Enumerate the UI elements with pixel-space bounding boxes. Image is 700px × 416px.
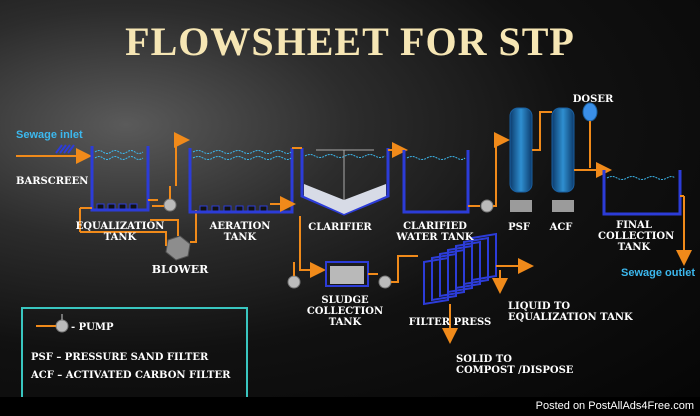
footer-prefix: Posted on <box>535 400 589 412</box>
filter-press <box>423 232 497 306</box>
sewage-outlet-label: Sewage outlet <box>621 267 695 279</box>
clarified-water-tank <box>402 150 470 214</box>
psf-label: PSF <box>508 222 530 233</box>
footer-bar: Posted on PostAllAds4Free.com <box>0 397 700 416</box>
pump-filterpress <box>378 255 418 289</box>
sludge-line <box>299 216 326 278</box>
sewage-inlet-label: Sewage inlet <box>16 129 83 141</box>
pump-psf <box>480 132 510 213</box>
doser-label: DOSER <box>572 94 614 105</box>
doser <box>582 102 598 168</box>
pump-sludge <box>287 262 301 289</box>
aeration-tank <box>188 148 294 214</box>
clarifier-label: CLARIFIER <box>308 222 372 233</box>
sludge-collection-tank <box>325 261 369 287</box>
legend-acf-label: ACF – ACTIVATED CARBON FILTER <box>31 370 231 381</box>
barscreen-label: BARSCREEN <box>16 176 89 187</box>
psf-column <box>509 107 533 212</box>
footer-site-link[interactable]: PostAllAds4Free.com <box>588 400 694 412</box>
pump-eq <box>152 186 177 212</box>
equalization-tank <box>90 146 150 212</box>
clarifier <box>300 148 390 216</box>
legend-psf-label: PSF – PRESSURE SAND FILTER <box>31 352 209 363</box>
acf-column <box>551 107 575 212</box>
barscreen-hatch <box>55 144 75 154</box>
page-title: FLOWSHEET FOR STP <box>125 19 575 64</box>
acf-label: ACF <box>549 222 573 233</box>
legend-pump-icon <box>36 314 69 333</box>
legend-pump-label: - PUMP <box>71 322 114 333</box>
filter-press-label: FILTER PRESS <box>408 317 492 328</box>
final-collection-tank <box>602 170 682 216</box>
legend-box: - PUMP PSF – PRESSURE SAND FILTER ACF – … <box>21 307 248 400</box>
blower <box>150 219 191 261</box>
blower-label: BLOWER <box>151 263 209 276</box>
